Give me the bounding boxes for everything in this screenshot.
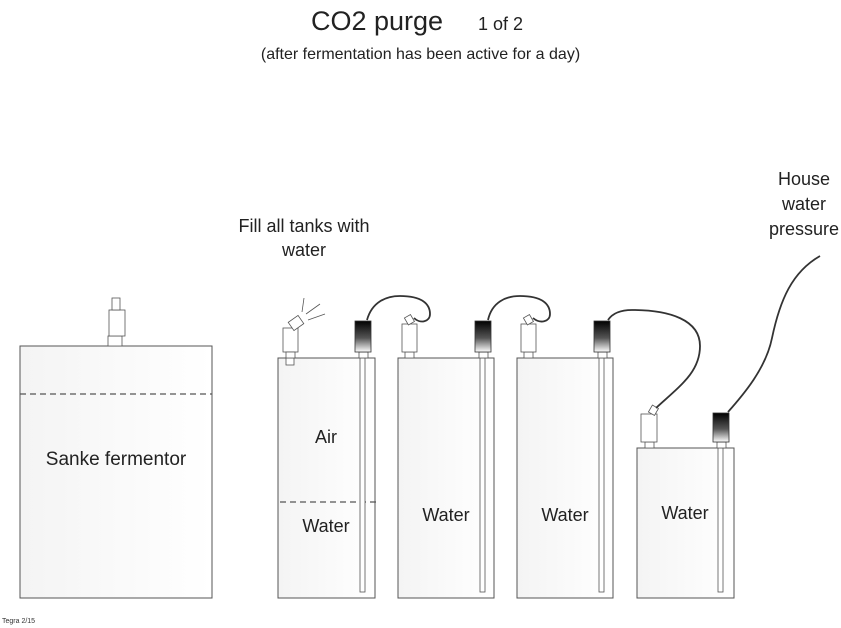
tank-1-dip-tube bbox=[359, 357, 366, 593]
tank-2 bbox=[397, 313, 495, 599]
tank-1-water-label: Water bbox=[302, 516, 350, 536]
diagram-title: CO2 purge bbox=[311, 6, 444, 36]
tank-1-liquid-connector bbox=[354, 320, 372, 359]
tank-3 bbox=[516, 313, 614, 599]
tank-2-water-label: Water bbox=[422, 505, 470, 525]
tank-3-gas-connector bbox=[520, 313, 537, 359]
tank-4-liquid-connector bbox=[712, 412, 730, 449]
sanke-fermentor bbox=[19, 297, 213, 599]
tank-1 bbox=[277, 297, 380, 599]
tank-2-gas-connector bbox=[401, 313, 418, 359]
hose-tank2-to-tank3 bbox=[487, 295, 551, 323]
tank-3-liquid-connector bbox=[593, 320, 611, 359]
fermentor-valve bbox=[107, 297, 126, 347]
tank-2-dip-tube bbox=[479, 357, 486, 593]
hose-tank1-to-tank2 bbox=[366, 295, 431, 323]
hoses bbox=[366, 255, 821, 413]
tank-4 bbox=[636, 404, 735, 599]
tank-2-liquid-connector bbox=[474, 320, 492, 359]
tank-3-water-label: Water bbox=[541, 505, 589, 525]
hose-house-water bbox=[727, 255, 821, 413]
fill-note: Fill all tanks with water bbox=[238, 216, 370, 260]
page-indicator: 1 of 2 bbox=[478, 14, 524, 34]
tank-4-water-label: Water bbox=[661, 503, 709, 523]
diagram-subtitle: (after fermentation has been active for … bbox=[260, 46, 581, 63]
hose-tank3-to-tank4 bbox=[607, 309, 701, 409]
footer-credit: Tegra 2/15 bbox=[2, 618, 36, 625]
tank-4-gas-connector bbox=[640, 404, 660, 449]
tank-1-gas-valve bbox=[282, 297, 326, 366]
tank-1-air-label: Air bbox=[315, 427, 337, 447]
house-water-label: House water pressure bbox=[768, 169, 840, 239]
fermentor-label: Sanke fermentor bbox=[45, 449, 187, 470]
tank-3-dip-tube bbox=[598, 357, 605, 593]
